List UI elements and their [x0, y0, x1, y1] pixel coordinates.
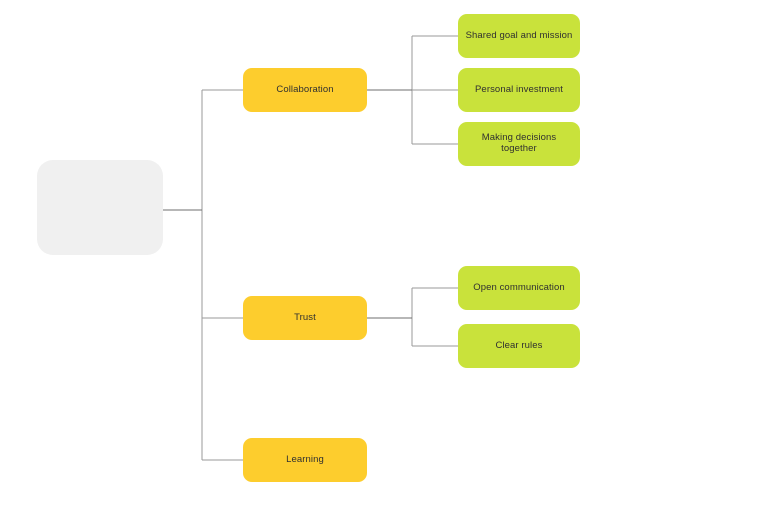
node-collaboration[interactable]: Collaboration — [243, 68, 367, 112]
node-making-decisions-together-label: Making decisions together — [481, 132, 557, 154]
node-collaboration-label: Collaboration — [276, 83, 334, 95]
node-open-communication-label: Open communication — [473, 281, 565, 293]
node-trust-label: Trust — [294, 311, 316, 323]
node-personal-investment-label: Personal investment — [475, 83, 563, 95]
node-making-decisions-together[interactable]: Making decisions together — [458, 122, 580, 166]
node-shared-goal-and-mission-label: Shared goal and mission — [465, 29, 573, 41]
node-learning[interactable]: Learning — [243, 438, 367, 482]
node-clear-rules[interactable]: Clear rules — [458, 324, 580, 368]
node-personal-investment[interactable]: Personal investment — [458, 68, 580, 112]
node-root[interactable] — [37, 160, 163, 255]
node-clear-rules-label: Clear rules — [495, 339, 543, 351]
node-open-communication[interactable]: Open communication — [458, 266, 580, 310]
node-shared-goal-and-mission[interactable]: Shared goal and mission — [458, 14, 580, 58]
node-learning-label: Learning — [286, 453, 324, 465]
node-trust[interactable]: Trust — [243, 296, 367, 340]
